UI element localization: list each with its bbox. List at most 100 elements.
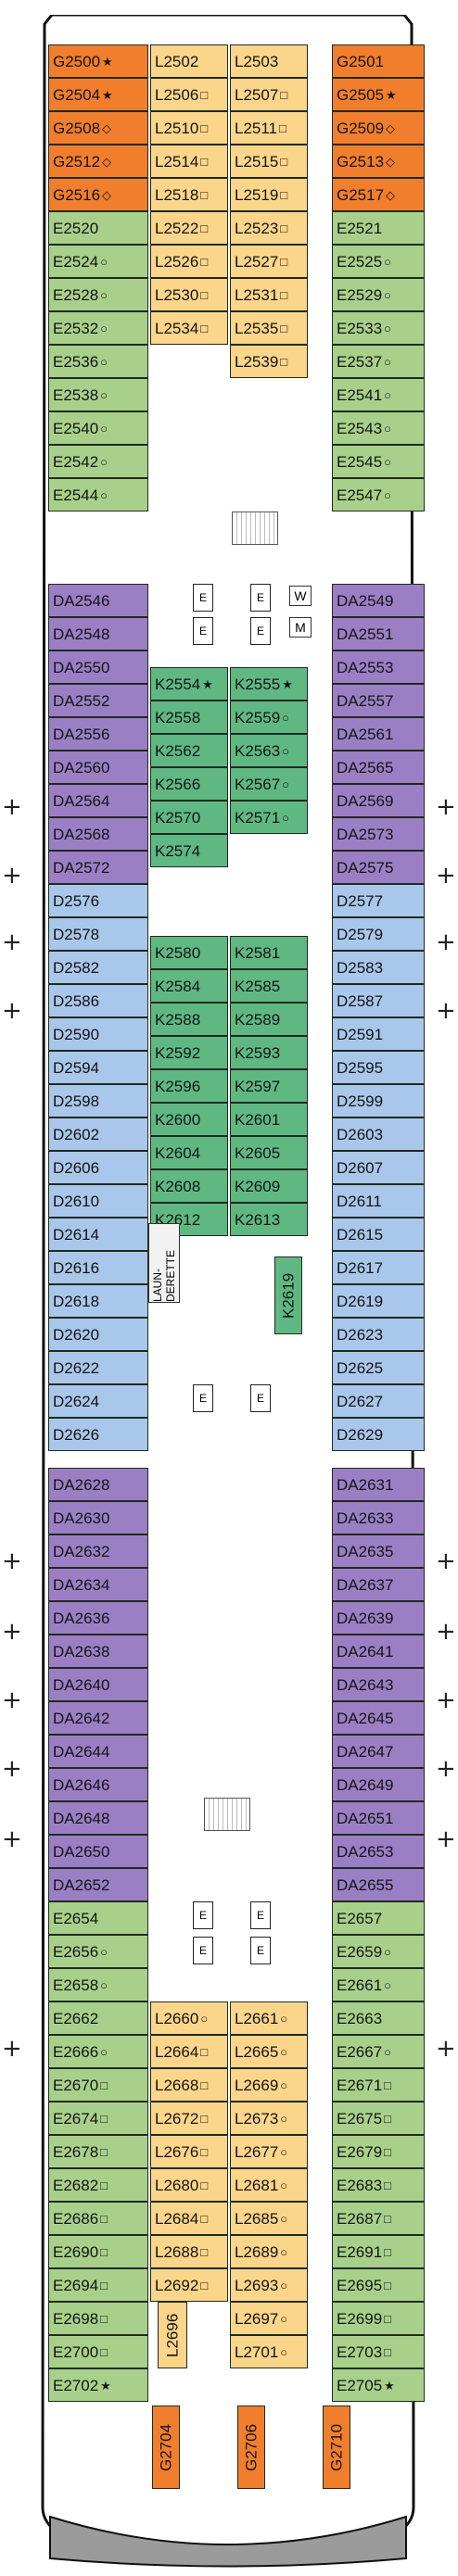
cabin-da2637[interactable]: DA2637 (332, 1568, 425, 1601)
cabin-g2501[interactable]: G2501 (332, 44, 425, 78)
cabin-da2648[interactable]: DA2648 (48, 1801, 148, 1835)
cabin-da2553[interactable]: DA2553 (332, 650, 425, 684)
cabin-da2643[interactable]: DA2643 (332, 1668, 425, 1701)
cabin-k2588[interactable]: K2588 (150, 1003, 228, 1036)
cabin-d2578[interactable]: D2578 (48, 917, 148, 951)
cabin-l2701[interactable]: L2701○ (230, 2335, 308, 2368)
cabin-k2609[interactable]: K2609 (230, 1169, 308, 1203)
cabin-l2523[interactable]: L2523□ (230, 211, 308, 245)
cabin-da2630[interactable]: DA2630 (48, 1501, 148, 1534)
cabin-d2611[interactable]: D2611 (332, 1184, 425, 1218)
cabin-e2663[interactable]: E2663 (332, 2001, 425, 2035)
cabin-e2699[interactable]: E2699□ (332, 2302, 425, 2335)
cabin-e2686[interactable]: E2686□ (48, 2202, 148, 2235)
cabin-d2579[interactable]: D2579 (332, 917, 425, 951)
cabin-d2616[interactable]: D2616 (48, 1251, 148, 1284)
cabin-d2577[interactable]: D2577 (332, 884, 425, 917)
cabin-da2633[interactable]: DA2633 (332, 1501, 425, 1534)
cabin-d2607[interactable]: D2607 (332, 1151, 425, 1184)
cabin-e2682[interactable]: E2682□ (48, 2168, 148, 2202)
cabin-k2605[interactable]: K2605 (230, 1136, 308, 1169)
cabin-l2539[interactable]: L2539□ (230, 345, 308, 378)
cabin-da2645[interactable]: DA2645 (332, 1701, 425, 1735)
cabin-da2573[interactable]: DA2573 (332, 817, 425, 851)
cabin-d2576[interactable]: D2576 (48, 884, 148, 917)
cabin-da2651[interactable]: DA2651 (332, 1801, 425, 1835)
cabin-d2614[interactable]: D2614 (48, 1218, 148, 1251)
cabin-l2503[interactable]: L2503 (230, 44, 308, 78)
cabin-d2602[interactable]: D2602 (48, 1118, 148, 1151)
cabin-da2548[interactable]: DA2548 (48, 617, 148, 650)
cabin-da2556[interactable]: DA2556 (48, 717, 148, 751)
cabin-l2530[interactable]: L2530□ (150, 278, 228, 311)
cabin-k2563[interactable]: K2563○ (230, 734, 308, 767)
cabin-e2694[interactable]: E2694□ (48, 2268, 148, 2302)
cabin-da2655[interactable]: DA2655 (332, 1868, 425, 1901)
cabin-da2640[interactable]: DA2640 (48, 1668, 148, 1701)
cabin-e2529[interactable]: E2529○ (332, 278, 425, 311)
cabin-e2533[interactable]: E2533○ (332, 311, 425, 345)
cabin-l2531[interactable]: L2531□ (230, 278, 308, 311)
cabin-k2559[interactable]: K2559○ (230, 701, 308, 734)
cabin-e2540[interactable]: E2540○ (48, 411, 148, 445)
cabin-e2679[interactable]: E2679□ (332, 2135, 425, 2168)
cabin-k2581[interactable]: K2581 (230, 936, 308, 969)
cabin-k2554[interactable]: K2554★ (150, 667, 228, 701)
cabin-da2550[interactable]: DA2550 (48, 650, 148, 684)
cabin-da2652[interactable]: DA2652 (48, 1868, 148, 1901)
cabin-k2585[interactable]: K2585 (230, 969, 308, 1003)
cabin-d2586[interactable]: D2586 (48, 984, 148, 1017)
cabin-d2590[interactable]: D2590 (48, 1017, 148, 1051)
cabin-da2646[interactable]: DA2646 (48, 1768, 148, 1801)
cabin-da2561[interactable]: DA2561 (332, 717, 425, 751)
cabin-e2700[interactable]: E2700□ (48, 2335, 148, 2368)
cabin-k2619[interactable]: K2619 (274, 1256, 302, 1334)
cabin-da2653[interactable]: DA2653 (332, 1835, 425, 1868)
cabin-e2666[interactable]: E2666○ (48, 2035, 148, 2068)
cabin-l2664[interactable]: L2664□ (150, 2035, 228, 2068)
cabin-l2697[interactable]: L2697○ (230, 2302, 308, 2335)
cabin-l2507[interactable]: L2507□ (230, 78, 308, 111)
cabin-k2566[interactable]: K2566 (150, 767, 228, 801)
cabin-k2608[interactable]: K2608 (150, 1169, 228, 1203)
cabin-l2511[interactable]: L2511□ (230, 111, 308, 145)
cabin-da2639[interactable]: DA2639 (332, 1601, 425, 1635)
cabin-l2681[interactable]: L2681○ (230, 2168, 308, 2202)
cabin-g2504[interactable]: G2504★ (48, 78, 148, 111)
cabin-l2668[interactable]: L2668□ (150, 2068, 228, 2102)
cabin-l2527[interactable]: L2527□ (230, 245, 308, 278)
cabin-l2673[interactable]: L2673○ (230, 2102, 308, 2135)
cabin-l2672[interactable]: L2672□ (150, 2102, 228, 2135)
cabin-l2534[interactable]: L2534□ (150, 311, 228, 345)
cabin-k2558[interactable]: K2558 (150, 701, 228, 734)
cabin-k2570[interactable]: K2570 (150, 801, 228, 834)
cabin-g2505[interactable]: G2505★ (332, 78, 425, 111)
cabin-l2676[interactable]: L2676□ (150, 2135, 228, 2168)
cabin-g2509[interactable]: G2509◇ (332, 111, 425, 145)
cabin-da2552[interactable]: DA2552 (48, 684, 148, 717)
cabin-g2516[interactable]: G2516◇ (48, 178, 148, 211)
cabin-d2606[interactable]: D2606 (48, 1151, 148, 1184)
cabin-da2631[interactable]: DA2631 (332, 1468, 425, 1501)
cabin-e2524[interactable]: E2524○ (48, 245, 148, 278)
cabin-da2641[interactable]: DA2641 (332, 1635, 425, 1668)
cabin-e2658[interactable]: E2658○ (48, 1968, 148, 2001)
cabin-e2703[interactable]: E2703□ (332, 2335, 425, 2368)
cabin-e2675[interactable]: E2675□ (332, 2102, 425, 2135)
cabin-e2532[interactable]: E2532○ (48, 311, 148, 345)
cabin-k2574[interactable]: K2574 (150, 834, 228, 867)
cabin-g2710[interactable]: G2710 (323, 2406, 350, 2489)
cabin-k2571[interactable]: K2571○ (230, 801, 308, 834)
cabin-da2644[interactable]: DA2644 (48, 1735, 148, 1768)
cabin-da2647[interactable]: DA2647 (332, 1735, 425, 1768)
cabin-e2687[interactable]: E2687□ (332, 2202, 425, 2235)
cabin-da2642[interactable]: DA2642 (48, 1701, 148, 1735)
cabin-l2522[interactable]: L2522□ (150, 211, 228, 245)
cabin-d2599[interactable]: D2599 (332, 1084, 425, 1118)
cabin-l2514[interactable]: L2514□ (150, 145, 228, 178)
cabin-da2546[interactable]: DA2546 (48, 584, 148, 617)
cabin-d2620[interactable]: D2620 (48, 1318, 148, 1351)
cabin-e2521[interactable]: E2521 (332, 211, 425, 245)
cabin-l2684[interactable]: L2684□ (150, 2202, 228, 2235)
cabin-e2654[interactable]: E2654 (48, 1901, 148, 1935)
